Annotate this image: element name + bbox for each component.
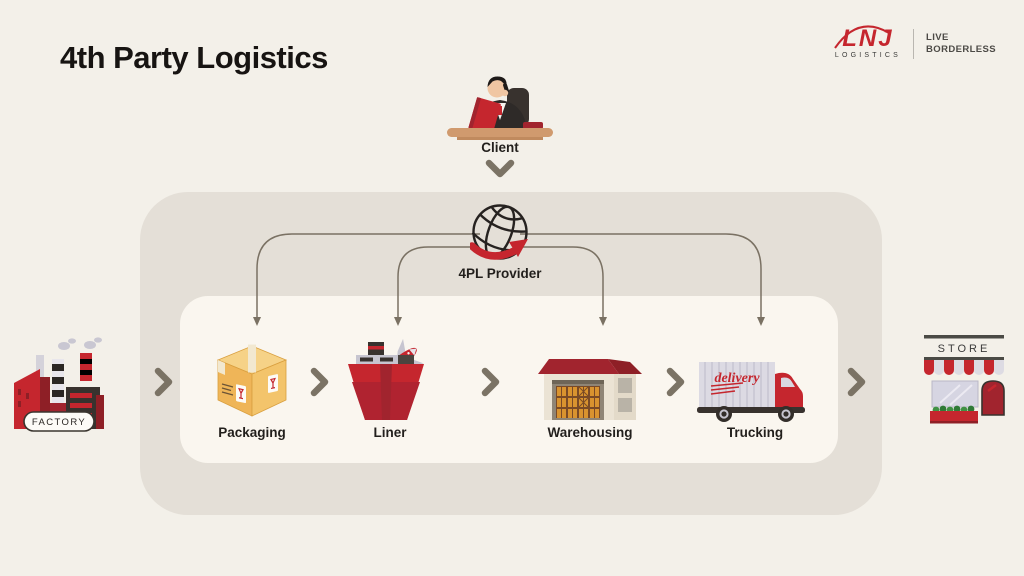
logo: LNJ LOGISTICS LIVE BORDERLESS <box>834 25 996 59</box>
factory-label: FACTORY <box>32 417 86 428</box>
chevron-down-icon <box>485 159 515 178</box>
logo-brand-block: LNJ LOGISTICS <box>834 25 902 59</box>
liner-label: Liner <box>373 425 407 440</box>
page-title: 4th Party Logistics <box>60 40 328 75</box>
logo-tagline-line1: LIVE <box>926 31 949 43</box>
client-label: Client <box>481 140 519 155</box>
logo-tagline-line2: BORDERLESS <box>926 43 996 55</box>
warehousing-label: Warehousing <box>547 425 633 440</box>
truck-delivery-text: delivery <box>714 371 760 386</box>
trucking-icon: delivery <box>697 356 809 427</box>
logo-brand-text: LNJ <box>842 25 894 52</box>
liner-icon <box>340 334 440 427</box>
packaging-icon <box>212 342 292 425</box>
logo-sub-text: LOGISTICS <box>834 52 902 59</box>
client-icon <box>445 72 555 147</box>
store-awning <box>924 360 1004 375</box>
factory-icon: FACTORY <box>10 337 106 438</box>
trucking-label: Trucking <box>726 425 784 440</box>
store-icon: STORE <box>916 333 1012 440</box>
provider-label: 4PL Provider <box>458 266 542 281</box>
4pl-provider-globe-icon <box>468 203 530 268</box>
logo-divider <box>913 28 915 59</box>
packaging-label: Packaging <box>218 425 286 440</box>
store-label: STORE <box>938 343 991 355</box>
warehousing-icon <box>538 348 642 429</box>
logo-tagline: LIVE BORDERLESS <box>926 32 996 56</box>
